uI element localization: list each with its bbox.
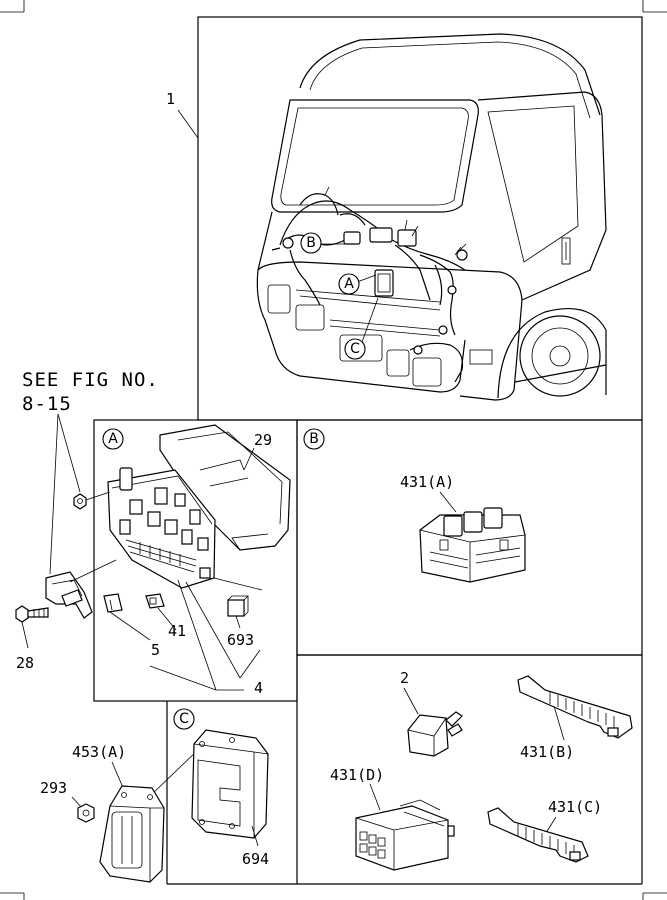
section-letter: A <box>108 431 118 447</box>
connector-431b-part <box>517 675 633 739</box>
leader-line <box>57 413 81 493</box>
connector-431c-part <box>487 807 589 863</box>
section-letter: C <box>179 711 189 727</box>
section-letter: B <box>309 431 319 447</box>
cover-694-part <box>191 729 269 839</box>
leader-line <box>111 761 125 791</box>
fuse-5-part <box>103 593 123 613</box>
callout-694: 694 <box>242 850 269 868</box>
callout-1: 1 <box>166 90 175 108</box>
nut-293-part <box>77 803 95 823</box>
callout-453a: 453(A) <box>72 743 126 761</box>
leader-line <box>439 491 457 513</box>
leader-line <box>49 413 59 575</box>
see-fig-note-line2: 8-15 <box>22 393 72 415</box>
callout-431d: 431(D) <box>330 766 384 784</box>
leader-line <box>69 559 117 583</box>
section-mark-c: C <box>173 708 195 730</box>
leader-line <box>85 491 111 501</box>
leader-line <box>553 705 565 741</box>
section-letter: A <box>344 276 354 292</box>
truck-cab-illustration <box>256 33 607 401</box>
leader-line <box>21 621 29 649</box>
fuse-box-body-part <box>107 467 216 589</box>
cab-leaders <box>177 109 379 343</box>
nut-part <box>73 493 87 510</box>
bolt-28-part <box>15 605 49 623</box>
leader-line <box>251 825 259 847</box>
leader-line <box>403 687 419 715</box>
fuse-box-leaders <box>109 577 263 691</box>
relay-2-part <box>407 711 463 757</box>
leader-line <box>243 447 255 471</box>
section-mark-b: B <box>303 428 325 450</box>
section-mark-b-cab: B <box>300 232 322 254</box>
fuse-41-part <box>145 593 165 609</box>
callout-693: 693 <box>227 631 254 649</box>
callout-431b: 431(B) <box>520 743 574 761</box>
panel-frames <box>93 16 643 885</box>
callout-28: 28 <box>16 654 34 672</box>
relay-block-431a-part <box>419 507 526 583</box>
leader-line <box>149 747 201 797</box>
callout-4: 4 <box>254 679 263 697</box>
callout-5: 5 <box>151 641 160 659</box>
callout-41: 41 <box>168 622 186 640</box>
section-mark-a: A <box>102 428 124 450</box>
leader-line <box>369 783 381 811</box>
section-letter: C <box>350 341 360 357</box>
callout-431c: 431(C) <box>548 798 602 816</box>
see-fig-note-line1: SEE FIG NO. <box>22 369 159 391</box>
callout-431a: 431(A) <box>400 473 454 491</box>
connector-431d-part <box>355 799 455 871</box>
relay-693-part <box>227 595 249 617</box>
bracket-part <box>45 571 93 619</box>
wire-harness-illustration <box>271 186 468 383</box>
callout-29: 29 <box>254 431 272 449</box>
section-mark-a-cab: A <box>338 273 360 295</box>
callout-2: 2 <box>400 669 409 687</box>
section-letter: B <box>306 235 316 251</box>
section-mark-c-cab: C <box>344 338 366 360</box>
callout-293: 293 <box>40 779 67 797</box>
connector-453a-part <box>99 785 165 883</box>
